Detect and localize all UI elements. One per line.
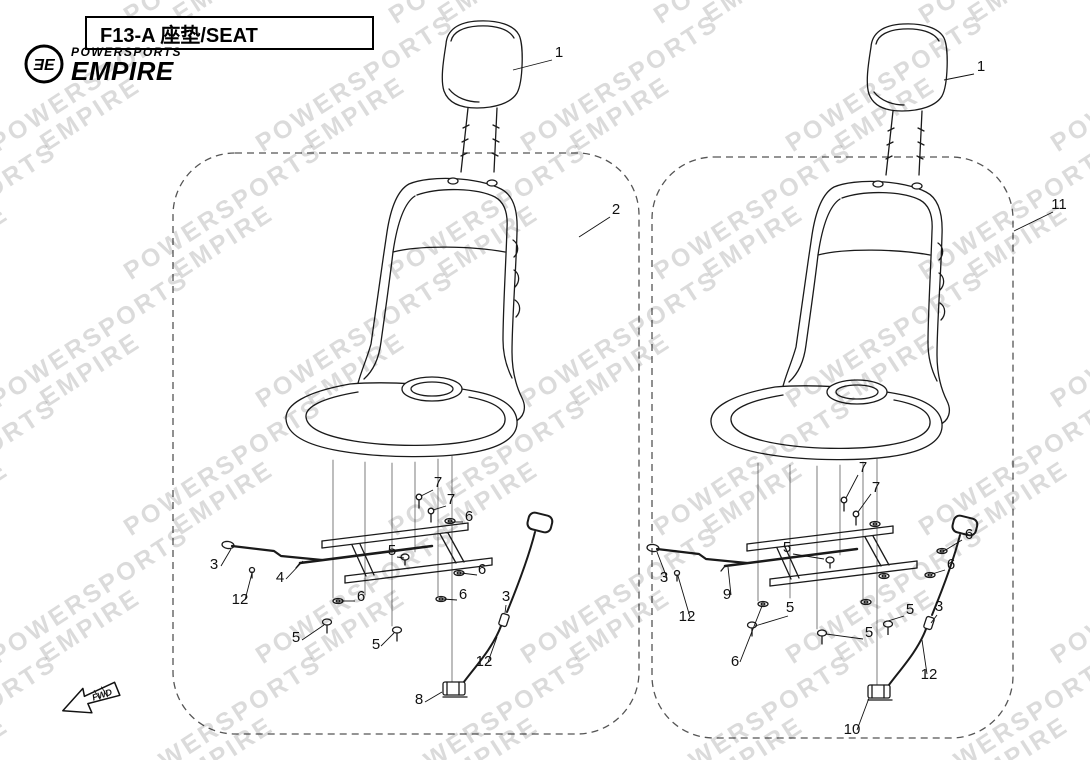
callout-label: 7 <box>859 459 867 476</box>
callout-labels-left: 1 2 7 7 6 5 6 3 4 12 6 6 3 5 5 12 8 <box>210 44 620 708</box>
callout-label: 3 <box>210 556 218 573</box>
right-extra-fasteners <box>882 547 948 635</box>
callout-label: 5 <box>865 624 873 641</box>
callout-label: 7 <box>434 474 442 491</box>
leader-lines-right <box>656 73 1054 731</box>
callout-label: 6 <box>478 561 486 578</box>
callout-label: 5 <box>292 629 300 646</box>
callout-label: 3 <box>660 569 668 586</box>
brand-bottom-label: EMPIRE <box>71 55 174 86</box>
callout-label: 5 <box>786 599 794 616</box>
callout-label: 2 <box>612 201 620 218</box>
brand-emblem-icon: ƎE <box>22 42 66 86</box>
callout-label: 3 <box>935 598 943 615</box>
callout-label: 12 <box>476 653 493 670</box>
callout-label: 7 <box>447 491 455 508</box>
callout-label: 11 <box>1051 196 1067 213</box>
callout-label: 8 <box>415 691 423 708</box>
seat-assembly-right <box>645 22 980 702</box>
callout-label: 6 <box>731 653 739 670</box>
callout-label: 1 <box>977 58 985 75</box>
emblem-glyph: ƎE <box>33 57 56 74</box>
callout-label: 3 <box>502 588 510 605</box>
callout-label: 12 <box>921 666 938 683</box>
callout-label: 5 <box>372 636 380 653</box>
callout-label: 12 <box>232 591 249 608</box>
callout-label: 6 <box>965 526 973 543</box>
leader-lines-left <box>220 59 611 703</box>
callout-label: 6 <box>459 586 467 603</box>
left-panel-border <box>172 152 640 735</box>
callout-label: 12 <box>679 608 696 625</box>
page-title: F13-A 座垫/SEAT <box>100 24 258 47</box>
callout-label: 1 <box>555 44 563 61</box>
callout-label: 5 <box>906 601 914 618</box>
callout-label: 7 <box>872 479 880 496</box>
callout-label: 9 <box>723 586 731 603</box>
callout-label: 6 <box>465 508 473 525</box>
callout-label: 10 <box>844 721 861 738</box>
brand-text: POWERSPORTS EMPIRE <box>71 45 182 84</box>
callout-label: 5 <box>783 539 791 556</box>
callout-labels-right: 1 11 7 7 6 5 6 3 9 12 5 5 3 5 6 12 10 <box>660 58 1067 738</box>
brand-top-label: POWERSPORTS <box>71 44 182 59</box>
callout-label: 5 <box>388 542 396 559</box>
callout-label: 6 <box>947 556 955 573</box>
brand-logo: ƎE POWERSPORTS EMPIRE <box>22 42 182 86</box>
fwd-arrow: FWD <box>62 681 121 714</box>
callout-label: 6 <box>357 588 365 605</box>
title-box: F13-A 座垫/SEAT <box>85 16 374 50</box>
callout-label: 4 <box>276 569 284 586</box>
